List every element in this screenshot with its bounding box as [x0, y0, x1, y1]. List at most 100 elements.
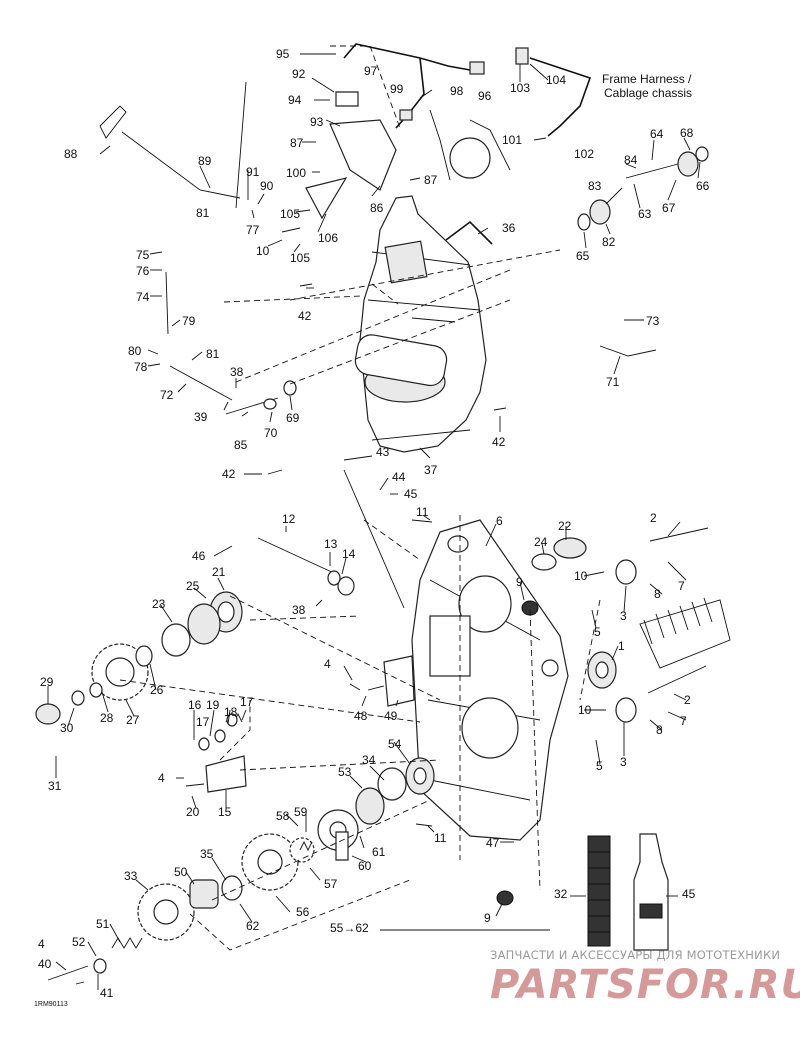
callout-80: 80: [128, 344, 142, 358]
callout-81b: 81: [206, 347, 220, 361]
callout-9a: 9: [516, 575, 523, 589]
callout-20: 20: [186, 805, 200, 819]
callout-68: 68: [680, 126, 694, 140]
callout-4c: 4: [38, 937, 45, 951]
callout-87b: 87: [424, 173, 438, 187]
callout-67: 67: [662, 201, 676, 215]
leader-lines: [47, 53, 701, 990]
callout-33: 33: [124, 869, 138, 883]
callout-76: 76: [136, 264, 150, 278]
callout-7a: 7: [678, 579, 685, 593]
callout-93: 93: [310, 115, 324, 129]
callout-32: 32: [554, 887, 568, 901]
callout-5a: 5: [594, 625, 601, 639]
callout-37: 37: [424, 463, 438, 477]
callout-40: 40: [38, 957, 52, 971]
callout-14: 14: [342, 547, 356, 561]
chaincase-housing: [411, 519, 569, 841]
callout-10c: 10: [578, 703, 592, 717]
callout-91: 91: [246, 165, 260, 179]
callout-5b: 5: [596, 759, 603, 773]
callout-44: 44: [392, 470, 406, 484]
callout-96: 96: [478, 89, 492, 103]
callout-52: 52: [72, 935, 86, 949]
callout-45a: 45: [404, 487, 418, 501]
callout-18: 18: [224, 705, 238, 719]
callout-15: 15: [218, 805, 232, 819]
callout-94: 94: [288, 93, 302, 107]
callout-55-62: 55→62: [330, 921, 369, 935]
callout-59: 59: [294, 805, 308, 819]
callout-3b: 3: [620, 755, 627, 769]
callout-42a: 42: [298, 309, 312, 323]
callout-101: 101: [502, 133, 522, 147]
callout-3a: 3: [620, 609, 627, 623]
callout-38a: 38: [230, 365, 244, 379]
watermark-logo-text: PARTSFOR.RU: [490, 962, 800, 1008]
callout-26: 26: [150, 683, 164, 697]
callout-82: 82: [602, 235, 616, 249]
watermark: ЗАПЧАСТИ И АКСЕССУАРЫ ДЛЯ МОТОТЕХНИКИ PA…: [490, 948, 800, 1008]
callout-95: 95: [276, 47, 290, 61]
drawing-code: 1RM90113: [34, 1001, 68, 1008]
callout-66: 66: [696, 179, 710, 193]
drawing-artwork: [35, 43, 731, 985]
callout-38b: 38: [292, 603, 306, 617]
callout-34: 34: [362, 753, 376, 767]
callout-48: 48: [354, 709, 368, 723]
callout-13: 13: [324, 537, 338, 551]
callout-39: 39: [194, 410, 208, 424]
callout-100: 100: [286, 166, 306, 180]
callout-63: 63: [638, 207, 652, 221]
callout-65: 65: [576, 249, 590, 263]
callout-23: 23: [152, 597, 166, 611]
callout-79: 79: [182, 314, 196, 328]
callout-106: 106: [318, 231, 338, 245]
callout-9b: 9: [484, 911, 491, 925]
callout-98: 98: [450, 84, 464, 98]
callout-17a: 17: [240, 695, 254, 709]
callout-22: 22: [558, 519, 572, 533]
callout-74: 74: [136, 290, 150, 304]
callout-72: 72: [160, 388, 174, 402]
callout-90: 90: [260, 179, 274, 193]
callout-36: 36: [502, 221, 516, 235]
callout-49: 49: [384, 709, 398, 723]
callout-64: 64: [650, 127, 664, 141]
callout-2a: 2: [650, 511, 657, 525]
callout-10b: 10: [574, 569, 588, 583]
callout-28: 28: [100, 711, 114, 725]
callout-84: 84: [624, 153, 638, 167]
callout-29: 29: [40, 675, 54, 689]
callout-19: 19: [206, 698, 220, 712]
callout-25: 25: [186, 579, 200, 593]
callout-71: 71: [606, 375, 620, 389]
callout-41: 41: [100, 986, 114, 1000]
callout-24: 24: [534, 535, 548, 549]
callout-61: 61: [372, 845, 386, 859]
callout-92: 92: [292, 67, 306, 81]
callout-77: 77: [246, 223, 260, 237]
callout-62: 62: [246, 919, 260, 933]
callout-78: 78: [134, 360, 148, 374]
callout-53: 53: [338, 765, 352, 779]
callout-58: 58: [276, 809, 290, 823]
callout-73: 73: [646, 314, 660, 328]
callout-81a: 81: [196, 206, 210, 220]
callout-42b: 42: [492, 435, 506, 449]
callout-27: 27: [126, 713, 140, 727]
callout-labels: 95 97 92 94 99 93 87 100 87 86 98 96 103…: [34, 47, 710, 1008]
callout-87a: 87: [290, 136, 304, 150]
callout-56: 56: [296, 905, 310, 919]
callout-1: 1: [618, 639, 625, 653]
callout-42c: 42: [222, 467, 236, 481]
callout-8b: 8: [656, 723, 663, 737]
callout-105b: 105: [290, 251, 310, 265]
callout-57: 57: [324, 877, 338, 891]
callout-45b: 45: [682, 887, 696, 901]
callout-11b: 11: [434, 831, 447, 845]
callout-30: 30: [60, 721, 74, 735]
callout-51: 51: [96, 917, 110, 931]
callout-102: 102: [574, 147, 594, 161]
